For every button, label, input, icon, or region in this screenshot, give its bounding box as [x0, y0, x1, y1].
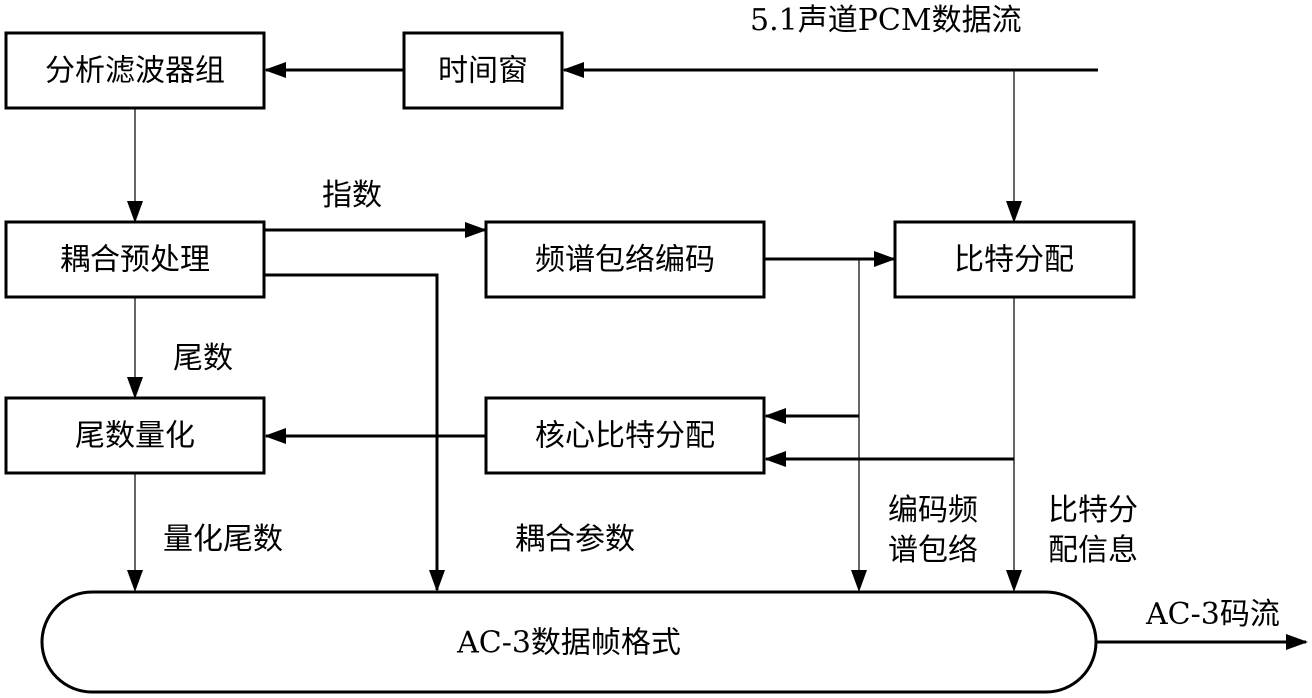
block-frame-format-label: AC-3数据帧格式 [456, 626, 681, 661]
block-mantissa-quantization-label: 尾数量化 [75, 419, 195, 454]
block-core-bit-allocation: 核心比特分配 [484, 396, 766, 475]
input-stream-label: 5.1声道PCM数据流 [750, 3, 1022, 38]
output-stream-label: AC-3码流 [1145, 597, 1280, 632]
bit-alloc-info-label-line1: 比特分 [1048, 493, 1138, 528]
block-coupling-preprocess-label: 耦合预处理 [60, 243, 210, 278]
block-analysis-filterbank-label: 分析滤波器组 [45, 54, 225, 89]
mantissa-label: 尾数 [173, 341, 233, 376]
coded-envelope-label-line2: 谱包络 [888, 533, 978, 568]
coupling-params-label: 耦合参数 [515, 522, 635, 557]
block-mantissa-quantization: 尾数量化 [4, 396, 266, 475]
block-spectral-envelope-coding-label: 频谱包络编码 [535, 243, 715, 278]
block-time-window: 时间窗 [402, 31, 564, 110]
exponent-label: 指数 [322, 178, 382, 213]
arrow-coupling-params [264, 273, 445, 592]
block-bit-allocation: 比特分配 [893, 220, 1136, 299]
quantized-mantissa-label: 量化尾数 [163, 522, 283, 557]
block-coupling-preprocess: 耦合预处理 [4, 220, 266, 299]
bit-alloc-info-label-line2: 配信息 [1048, 533, 1138, 568]
block-spectral-envelope-coding: 频谱包络编码 [484, 220, 766, 299]
block-core-bit-allocation-label: 核心比特分配 [535, 419, 715, 454]
block-time-window-label: 时间窗 [438, 54, 528, 89]
block-analysis-filterbank: 分析滤波器组 [4, 31, 266, 110]
block-bit-allocation-label: 比特分配 [954, 243, 1074, 278]
block-frame-format: AC-3数据帧格式 [40, 590, 1098, 694]
coded-envelope-label-line1: 编码频 [888, 493, 978, 528]
